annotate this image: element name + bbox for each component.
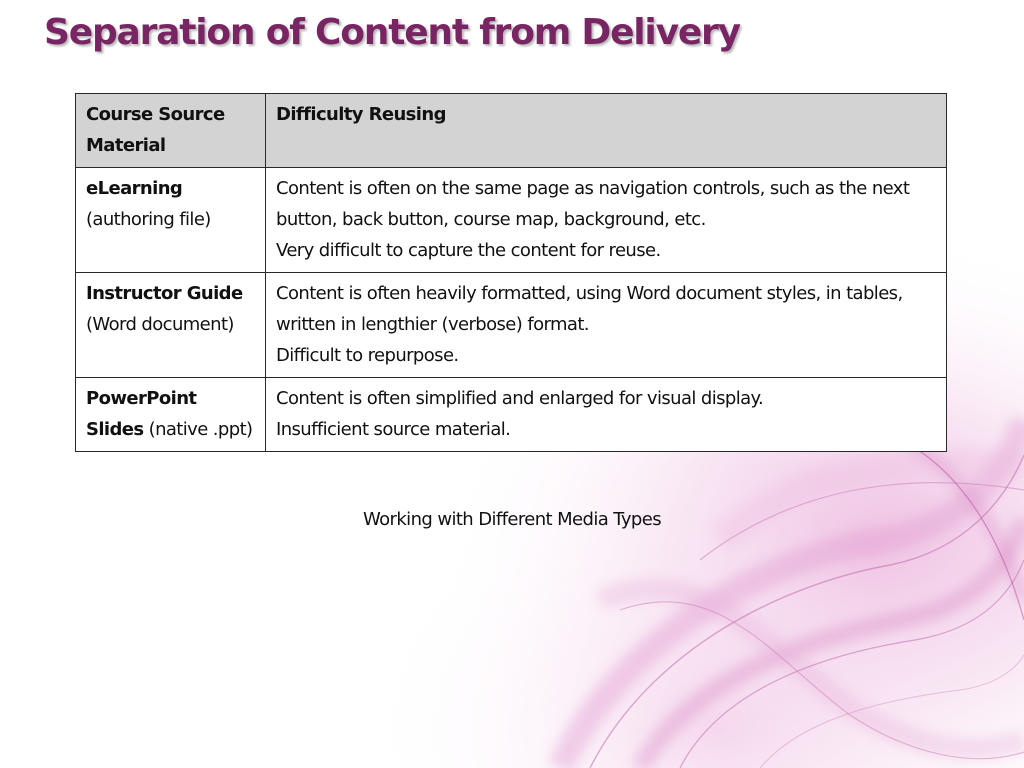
- source-name: Instructor Guide: [86, 283, 243, 304]
- slide-title: Separation of Content from Delivery: [44, 12, 741, 53]
- difficulty-cell-instructor-guide: Content is often heavily formatted, usin…: [265, 272, 947, 378]
- difficulty-text: Difficult to repurpose.: [276, 345, 459, 366]
- table-caption: Working with Different Media Types: [362, 509, 662, 530]
- media-types-table: Course Source Material Difficulty Reusin…: [75, 93, 947, 452]
- source-cell-powerpoint-slides: PowerPoint Slides (native .ppt): [75, 377, 266, 452]
- header-course-source-material: Course Source Material: [75, 93, 266, 168]
- table-row: Instructor Guide (Word document) Content…: [75, 272, 947, 378]
- difficulty-text: Insufficient source material.: [276, 419, 511, 440]
- difficulty-cell-elearning: Content is often on the same page as nav…: [265, 167, 947, 273]
- difficulty-cell-powerpoint-slides: Content is often simplified and enlarged…: [265, 377, 947, 452]
- table-header-row: Course Source Material Difficulty Reusin…: [75, 93, 947, 168]
- difficulty-text: Content is often on the same page as nav…: [276, 178, 910, 230]
- difficulty-text: Content is often simplified and enlarged…: [276, 388, 764, 409]
- source-note: (native .ppt): [148, 419, 253, 440]
- source-cell-elearning: eLearning (authoring file): [75, 167, 266, 273]
- table-row: PowerPoint Slides (native .ppt) Content …: [75, 377, 947, 452]
- source-note: (authoring file): [86, 209, 211, 230]
- source-note: (Word document): [86, 314, 234, 335]
- source-cell-instructor-guide: Instructor Guide (Word document): [75, 272, 266, 378]
- header-difficulty-reusing: Difficulty Reusing: [265, 93, 947, 168]
- difficulty-text: Very difficult to capture the content fo…: [276, 240, 661, 261]
- source-name: eLearning: [86, 178, 183, 199]
- source-name: PowerPoint Slides: [86, 388, 197, 440]
- difficulty-text: Content is often heavily formatted, usin…: [276, 283, 903, 335]
- table-row: eLearning (authoring file) Content is of…: [75, 167, 947, 273]
